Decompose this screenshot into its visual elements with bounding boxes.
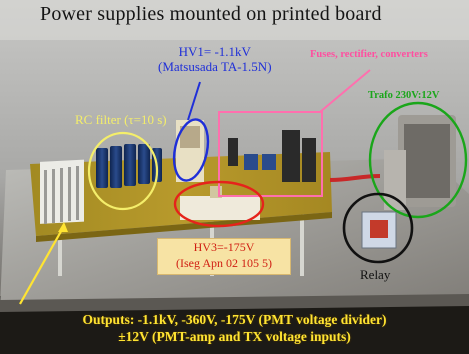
rc-filter-ellipse (87, 131, 159, 211)
relay-ellipse (342, 192, 414, 264)
hv1-label-line1: HV1= -1.1kV (178, 44, 251, 59)
background-shadow (0, 0, 469, 40)
metal-plate-edge (0, 294, 469, 312)
converter-components (210, 130, 316, 198)
standoff-right (300, 208, 304, 276)
hv3-ellipse (173, 180, 265, 228)
outputs-caption: Outputs: -1.1kV, -360V, -175V (PMT volta… (8, 312, 461, 346)
hv1-label-line2: (Matsusada TA-1.5N) (158, 58, 272, 74)
outputs-arrowhead (58, 222, 68, 232)
page-title: Power supplies mounted on printed board (40, 3, 382, 25)
trafo-ellipse (368, 101, 468, 219)
terminal-screws (44, 166, 79, 224)
transformer-bracket (384, 150, 406, 210)
hv1-arrow (187, 81, 201, 121)
red-cable (329, 174, 381, 182)
hv3-label: HV3=-175V (Iseg Apn 02 105 5) (157, 238, 291, 275)
trafo-label: Trafo 230V:12V (368, 90, 440, 101)
hv1-module-top (180, 126, 200, 148)
fuses-arrow (319, 69, 371, 113)
fuses-label: Fuses, rectifier, converters (310, 49, 428, 60)
hv1-ellipse (172, 118, 210, 182)
hv3-label-line2: (Iseg Apn 02 105 5) (176, 255, 272, 270)
standoff-left (58, 218, 62, 276)
hv3-label-line1: HV3=-175V (193, 240, 255, 254)
transformer-core (404, 124, 450, 198)
outputs-arrow (19, 225, 65, 305)
relay-label: Relay (360, 267, 391, 282)
outputs-caption-line1: Outputs: -1.1kV, -360V, -175V (PMT volta… (82, 312, 387, 327)
hv3-module (180, 196, 260, 220)
rc-filter-label: RC filter (τ=10 s) (75, 112, 167, 127)
outputs-caption-line2: ±12V (PMT-amp and TX voltage inputs) (118, 328, 351, 344)
hv1-label: HV1= -1.1kV (Matsusada TA-1.5N) (158, 44, 272, 75)
relay-core (370, 220, 388, 238)
fuses-highlight-box (218, 111, 323, 197)
